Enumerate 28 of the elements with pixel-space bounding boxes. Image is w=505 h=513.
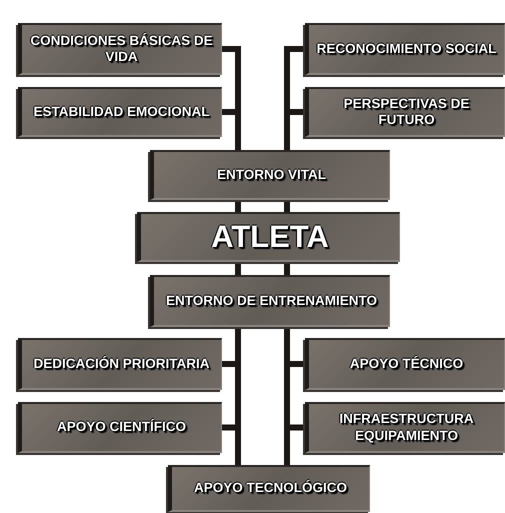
box-label: ATLETA	[210, 218, 330, 256]
label-box	[150, 275, 390, 327]
label-box	[150, 150, 390, 200]
box-label: ESTABILIDAD EMOCIONAL	[32, 104, 210, 120]
connector-line	[235, 262, 241, 275]
box-label: INFRAESTRUCTURA EQUIPAMIENTO	[338, 411, 475, 444]
label-box	[305, 402, 505, 453]
label-box	[305, 87, 505, 137]
box-label: PERSPECTIVAS DE FUTURO	[342, 96, 470, 128]
label-box	[18, 338, 222, 390]
box-label: ENTORNO DE ENTRENAMIENTO	[164, 292, 378, 310]
box-label: RECONOCIMIENTO SOCIAL	[316, 40, 498, 58]
box-label: CONDICIONES BÁSICAS DE VIDA	[29, 32, 214, 66]
label-box	[168, 465, 370, 512]
label-box	[137, 212, 400, 262]
label-box	[305, 338, 505, 390]
label-box	[18, 402, 222, 453]
box-label: DEDICACIÓN PRIORITARIA	[32, 356, 210, 372]
connector-line	[235, 200, 241, 212]
box-label: APOYO TECNOLÓGICO	[192, 480, 348, 497]
connector-line	[284, 200, 290, 212]
label-box	[18, 23, 222, 75]
box-label: ENTORNO VITAL	[216, 166, 327, 184]
box-label: APOYO TÉCNICO	[348, 356, 464, 372]
label-box	[18, 87, 222, 137]
box-label: APOYO CIENTÍFICO	[56, 419, 187, 436]
connector-line	[284, 262, 290, 275]
label-box	[305, 23, 505, 75]
